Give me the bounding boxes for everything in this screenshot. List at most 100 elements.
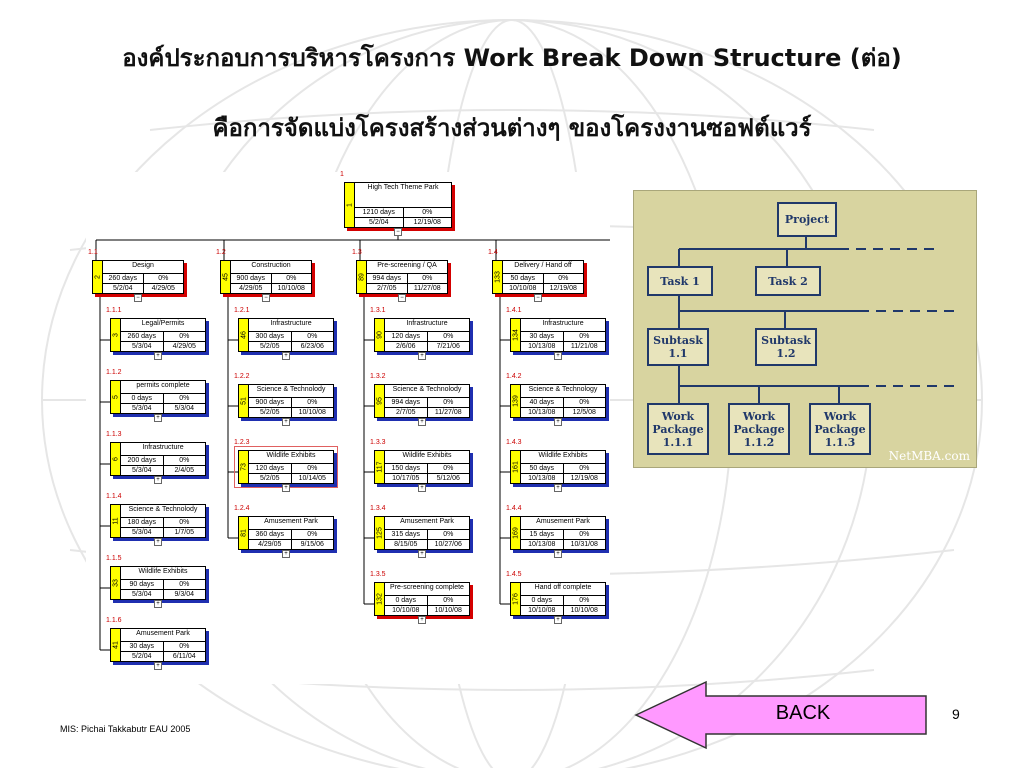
- collapse-icon[interactable]: −: [134, 294, 142, 302]
- task-start: 2/7/05: [377, 285, 397, 292]
- task-id: 139: [512, 395, 519, 407]
- expand-icon[interactable]: +: [154, 600, 162, 608]
- task-name: Infrastructure: [270, 320, 312, 327]
- expand-icon[interactable]: +: [554, 352, 562, 360]
- expand-icon[interactable]: +: [282, 550, 290, 558]
- task-percent: 0%: [162, 456, 206, 465]
- task-id-strip: 1: [345, 183, 355, 227]
- expand-icon[interactable]: +: [154, 476, 162, 484]
- task-name: Design: [132, 262, 154, 269]
- task-start: 10/10/08: [528, 607, 556, 614]
- expand-icon[interactable]: +: [418, 352, 426, 360]
- task-end: 7/21/06: [426, 342, 470, 351]
- expand-icon[interactable]: +: [554, 550, 562, 558]
- expand-icon[interactable]: +: [282, 352, 290, 360]
- task-duration: 90 days: [129, 581, 155, 588]
- task-id: 51: [240, 397, 247, 405]
- expand-icon[interactable]: +: [418, 484, 426, 492]
- task-end: 10/10/08: [562, 606, 606, 615]
- netmba-wp1-box: Work Package 1.1.1: [647, 403, 709, 455]
- expand-icon[interactable]: +: [282, 484, 290, 492]
- back-button-label: BACK: [775, 702, 831, 724]
- collapse-icon[interactable]: −: [262, 294, 270, 302]
- expand-icon[interactable]: +: [154, 352, 162, 360]
- task-percent: 0%: [290, 398, 334, 407]
- expand-icon[interactable]: +: [554, 484, 562, 492]
- collapse-icon[interactable]: −: [398, 294, 406, 302]
- task-duration: 0 days: [131, 395, 153, 402]
- task-id: 125: [376, 527, 383, 539]
- expand-icon[interactable]: +: [418, 616, 426, 624]
- expand-icon[interactable]: +: [418, 418, 426, 426]
- back-button[interactable]: BACK: [634, 680, 930, 750]
- task-end: 11/27/08: [406, 284, 448, 293]
- task-id: 117: [376, 461, 383, 473]
- task-start: 8/15/05: [394, 541, 418, 548]
- task-duration: 30 days: [529, 333, 555, 340]
- task-wbs-code: 1.3.3: [370, 439, 386, 446]
- task-id-strip: 51: [239, 385, 249, 417]
- task-name: Science & Technolody: [128, 506, 198, 513]
- task-start: 10/13/08: [528, 541, 556, 548]
- expand-icon[interactable]: +: [154, 538, 162, 546]
- task-wbs-code: 1.3.5: [370, 571, 386, 578]
- expand-icon[interactable]: +: [282, 418, 290, 426]
- collapse-icon[interactable]: −: [534, 294, 542, 302]
- expand-icon[interactable]: +: [554, 616, 562, 624]
- task-start: 10/10/08: [509, 285, 537, 292]
- task-wbs-code: 1.2.1: [234, 307, 250, 314]
- task-percent: 0%: [162, 394, 206, 403]
- expand-icon[interactable]: +: [154, 414, 162, 422]
- task-duration: 360 days: [255, 531, 284, 538]
- task-id: 176: [512, 593, 519, 605]
- task-id: 133: [494, 271, 501, 283]
- task-wbs-code: 1.4.2: [506, 373, 522, 380]
- task-id-strip: 95: [375, 385, 385, 417]
- task-id-strip: 117: [375, 451, 385, 483]
- task-duration: 40 days: [529, 399, 555, 406]
- task-percent: 0%: [562, 332, 606, 341]
- expand-icon[interactable]: +: [418, 550, 426, 558]
- expand-icon[interactable]: +: [154, 662, 162, 670]
- collapse-icon[interactable]: −: [394, 228, 402, 236]
- task-wbs-code: 1.1.2: [106, 369, 122, 376]
- page-number: 9: [952, 706, 960, 722]
- netmba-project-box: Project: [777, 202, 837, 237]
- expand-icon[interactable]: +: [554, 418, 562, 426]
